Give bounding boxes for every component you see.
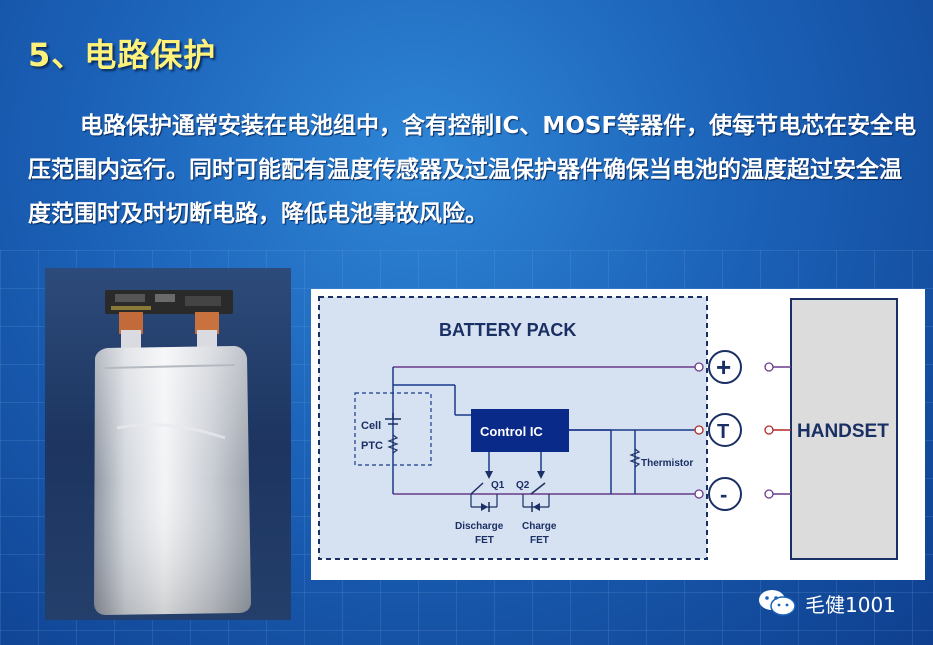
thermistor-label: Thermistor <box>641 458 693 469</box>
charge-fet-label-1: Charge <box>522 521 557 532</box>
svg-text:-: - <box>720 482 727 507</box>
fet-arrows <box>485 471 545 479</box>
slide-title: 5、电路保护 <box>28 36 217 74</box>
q1-label: Q1 <box>491 480 505 491</box>
discharge-fet-label-2: FET <box>475 535 494 546</box>
tab-left <box>119 312 143 334</box>
cell-symbol <box>385 413 401 425</box>
battery-pack-diagram: BATTERY PACK HANDSET <box>311 289 925 580</box>
battery-pack-label: BATTERY PACK <box>439 320 576 340</box>
svg-text:T: T <box>717 421 729 443</box>
terminal-minus: - <box>708 477 742 511</box>
watermark-text: 毛健1001 <box>805 592 896 617</box>
ptc-symbol <box>387 434 399 454</box>
tab-right <box>195 312 219 334</box>
charge-fet-label-2: FET <box>530 535 549 546</box>
fet-diodes <box>481 502 540 512</box>
svg-text:+: + <box>716 352 731 382</box>
q2-label: Q2 <box>516 480 530 491</box>
handset-box <box>790 298 898 560</box>
control-ic-label: Control IC <box>480 424 543 439</box>
slide-paragraph: 电路保护通常安装在电池组中，含有控制IC、MOSF等器件，使每节电芯在安全电压范… <box>28 113 917 227</box>
pcb-strip <box>105 290 233 314</box>
battery-photo <box>45 268 291 620</box>
handset-label: HANDSET <box>797 421 889 442</box>
discharge-fet-label-1: Discharge <box>455 521 504 532</box>
fet-switches <box>470 482 546 495</box>
terminal-plus: + <box>708 350 742 384</box>
control-ic-block <box>471 409 569 452</box>
cell-label: Cell <box>361 420 381 432</box>
watermark: 毛健1001 <box>757 588 896 618</box>
thermistor-symbol <box>629 448 641 468</box>
terminal-t: T <box>708 413 742 447</box>
cell-ptc-box <box>354 392 432 466</box>
ptc-label: PTC <box>361 440 383 452</box>
wechat-icon <box>759 590 796 616</box>
